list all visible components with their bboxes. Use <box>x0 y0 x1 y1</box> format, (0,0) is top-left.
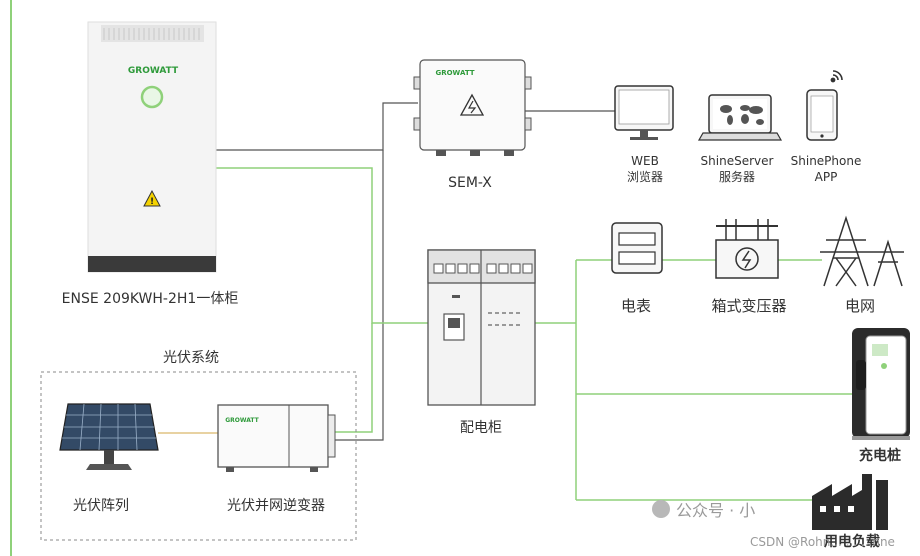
charger-label: 充电桩 <box>859 447 901 464</box>
sem-device[interactable]: GROWATT <box>413 59 532 156</box>
power-line-cabinet <box>215 167 428 324</box>
pv-system-box <box>40 371 357 541</box>
distribution-meters <box>433 263 533 274</box>
power-line-inverter <box>335 323 373 433</box>
transformer-icon[interactable] <box>715 219 779 279</box>
storage-cabinet[interactable]: GROWATT ! <box>87 21 217 273</box>
connection-lines <box>158 102 852 501</box>
distribution-cabinet[interactable] <box>427 249 536 406</box>
wechat-watermark: 公众号 · 小 <box>652 500 755 520</box>
ev-charger-icon[interactable] <box>852 328 910 440</box>
distribution-breakers <box>488 312 520 326</box>
web-label-line1: WEB <box>631 154 659 168</box>
phone-label-line2: APP <box>815 170 838 184</box>
load-label: 用电负载 <box>824 533 880 550</box>
inverter-body <box>217 404 329 468</box>
cabinet-label: ENSE 209KWH-2H1一体柜 <box>62 291 239 307</box>
cabinet-vent <box>101 25 204 42</box>
pv-array-label: 光伏阵列 <box>73 498 129 514</box>
wechat-icon <box>652 500 670 518</box>
inverter-device[interactable]: GROWATT <box>217 404 336 472</box>
transformer-label: 箱式变压器 <box>711 297 786 315</box>
grid-label: 电网 <box>845 297 875 315</box>
wechat-watermark-text: 公众号 · 小 <box>676 501 755 520</box>
svg-text:!: ! <box>150 197 154 207</box>
phone-label-line1: ShinePhone <box>791 154 862 168</box>
world-map-icon <box>720 105 764 125</box>
factory-icon[interactable] <box>812 474 888 530</box>
cabinet-body <box>87 21 217 273</box>
web-monitor-icon[interactable] <box>614 85 674 140</box>
inverter-label: 光伏并网逆变器 <box>227 498 325 514</box>
pv-system-title: 光伏系统 <box>163 350 219 366</box>
sem-brand-logo: GROWATT <box>435 69 474 77</box>
wifi-signal-icon <box>830 70 843 83</box>
warning-icon: ! <box>143 189 161 207</box>
meter-label: 电表 <box>621 297 651 315</box>
comm-line-inverter <box>335 150 384 441</box>
sem-label: SEM-X <box>448 175 492 191</box>
distribution-label: 配电柜 <box>460 420 502 436</box>
inverter-brand-logo: GROWATT <box>225 417 259 424</box>
web-label-line2: 浏览器 <box>627 169 663 184</box>
server-label-line1: ShineServer <box>701 154 774 168</box>
server-laptop-icon[interactable] <box>697 94 783 141</box>
power-tower-icon[interactable] <box>820 215 904 287</box>
server-label-line2: 服务器 <box>719 169 755 184</box>
solar-panel-icon[interactable] <box>59 403 159 470</box>
comm-line-cabinet-sem <box>215 102 418 151</box>
phone-icon[interactable] <box>806 89 838 141</box>
sem-warning-icon <box>459 93 485 116</box>
cabinet-status-ring-icon <box>140 85 164 109</box>
meter-icon[interactable] <box>611 222 663 274</box>
cabinet-base <box>88 256 216 272</box>
cabinet-brand-logo: GROWATT <box>128 66 179 76</box>
csdn-watermark-text: CSDN @Rohn... ... ...nne <box>750 535 895 549</box>
cabinet-vent-slats <box>103 28 200 40</box>
